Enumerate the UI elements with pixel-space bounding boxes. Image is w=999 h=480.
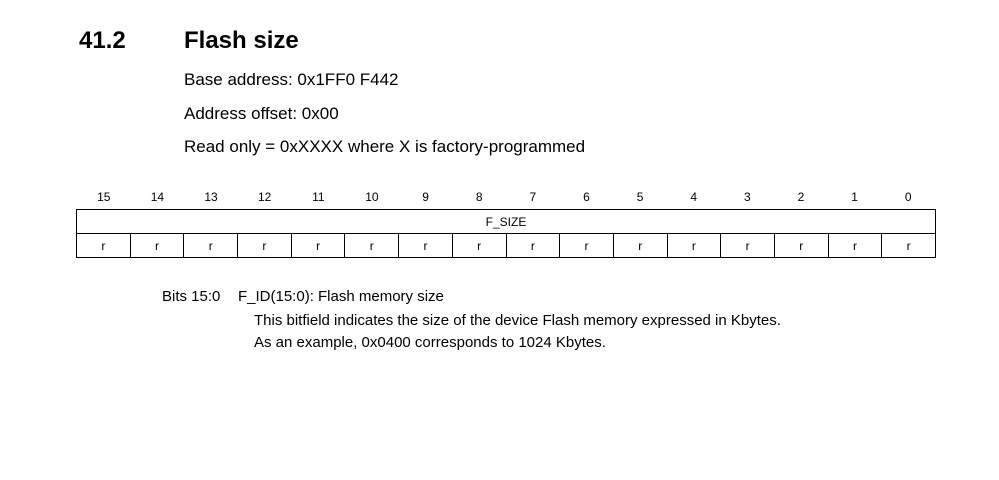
bit-number: 10: [365, 190, 379, 204]
access-cell: r: [129, 233, 185, 258]
bit-number: 12: [258, 190, 272, 204]
access-cell: r: [505, 233, 561, 258]
bit-number: 5: [636, 190, 644, 204]
access-cell: r: [666, 233, 722, 258]
access-cell: r: [612, 233, 668, 258]
bit-number: 11: [312, 190, 325, 204]
field-row: F_SIZE: [76, 209, 936, 234]
bit-number: 7: [529, 190, 537, 204]
access-cell: r: [720, 233, 775, 258]
access-row: r r r r r r r r r r r r r r r r: [76, 233, 936, 258]
section-title: Flash size: [184, 27, 299, 54]
bit-number: 9: [422, 190, 429, 204]
access-cell: r: [76, 233, 131, 258]
bit-number-row: 15 14 13 12 11 10 9 8 7 6 5 4 3 2 1 0: [77, 189, 935, 205]
field-description-line: This bitfield indicates the size of the …: [254, 312, 781, 329]
access-cell: r: [451, 233, 507, 258]
base-address: Base address: 0x1FF0 F442: [184, 70, 399, 89]
bit-number: 1: [851, 190, 858, 204]
bit-number: 13: [204, 190, 218, 204]
access-cell: r: [773, 233, 829, 258]
access-cell: r: [183, 233, 239, 258]
bit-number: 0: [904, 190, 912, 204]
address-offset: Address offset: 0x00: [184, 104, 339, 123]
bit-number: 8: [475, 190, 483, 204]
field-example-line: As an example, 0x0400 corresponds to 102…: [254, 334, 606, 351]
access-cell: r: [881, 233, 936, 258]
access-info: Read only = 0xXXXX where X is factory-pr…: [184, 137, 586, 156]
register-table: F_SIZE r r r r r r r r r r r r r r r r: [76, 209, 936, 258]
bit-number: 15: [97, 190, 111, 204]
bit-number: 6: [583, 190, 590, 204]
field-name-cell: F_SIZE: [76, 209, 936, 234]
access-cell: r: [344, 233, 400, 258]
access-cell: r: [398, 233, 453, 258]
field-title: F_ID(15:0): Flash memory size: [238, 288, 444, 305]
section-number: 41.2: [79, 27, 126, 54]
bit-number: 2: [797, 190, 805, 204]
access-cell: r: [827, 233, 883, 258]
access-cell: r: [237, 233, 292, 258]
access-cell: r: [559, 233, 614, 258]
bits-range: Bits 15:0: [162, 288, 221, 305]
bit-number: 3: [743, 190, 751, 204]
bit-number: 4: [690, 190, 698, 204]
bit-number: 14: [150, 190, 165, 204]
access-cell: r: [290, 233, 346, 258]
bitfield-heading: Bits 15:0 F_ID(15:0): Flash memory size: [162, 287, 444, 307]
